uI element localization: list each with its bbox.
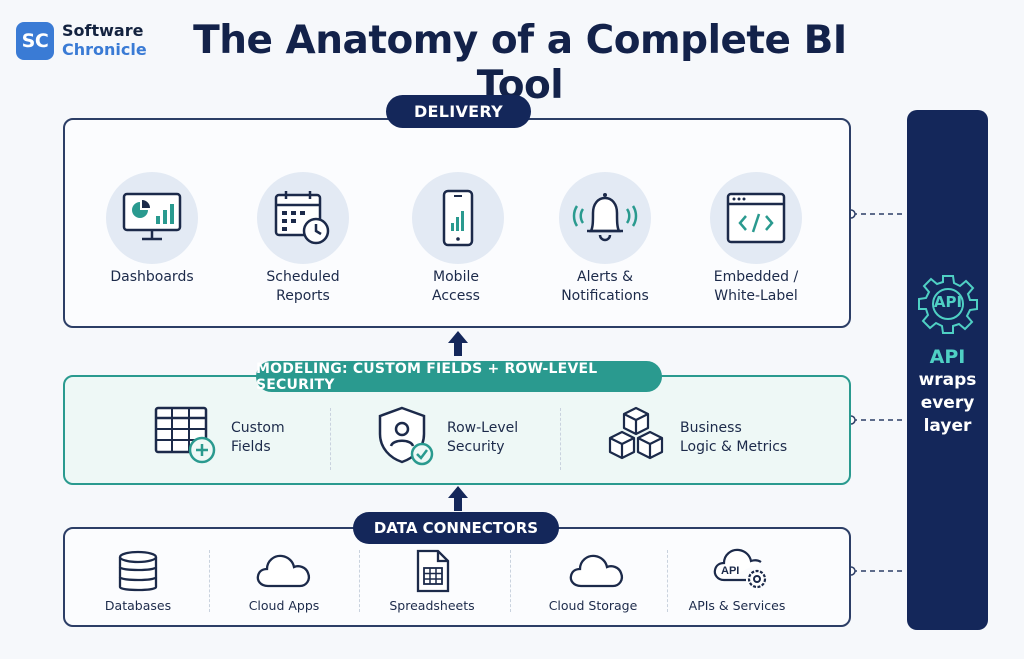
cloud-apps-label: Cloud Apps <box>248 598 320 613</box>
api-caption: API wraps every layer <box>918 346 977 436</box>
cloud-storage-label: Cloud Storage <box>548 598 638 613</box>
embedded-white-label-label: Embedded / White-Label <box>713 269 799 304</box>
business-logic-metrics-label: Business Logic & Metrics <box>680 420 788 455</box>
flow-up-arrow-bottom <box>448 486 468 511</box>
connectors-divider <box>667 550 668 612</box>
dashboard-monitor-icon <box>106 172 198 264</box>
table-plus-icon <box>152 404 218 470</box>
scheduled-reports-label: Scheduled Reports <box>266 269 340 304</box>
bell-icon <box>559 172 651 264</box>
cubes-icon <box>604 404 668 470</box>
connectors-divider <box>359 550 360 612</box>
cloud-icon <box>254 550 314 594</box>
svg-text:API: API <box>721 565 739 577</box>
dashboards-label: Dashboards <box>110 269 194 285</box>
code-window-icon <box>710 172 802 264</box>
modeling-divider <box>560 408 561 470</box>
databases-label: Databases <box>104 598 172 613</box>
row-level-security-label: Row-Level Security <box>447 420 519 455</box>
spreadsheets-label: Spreadsheets <box>389 598 475 613</box>
modeling-header: MODELING: CUSTOM FIELDS + ROW-LEVEL SECU… <box>256 361 662 393</box>
connectors-divider <box>510 550 511 612</box>
mobile-phone-icon <box>412 172 504 264</box>
modeling-divider <box>330 408 331 470</box>
delivery-header: DELIVERY <box>386 95 531 128</box>
brand-logo: SC <box>16 22 54 60</box>
calendar-clock-icon <box>257 172 349 264</box>
page-title: The Anatomy of a Complete BI Tool <box>193 18 847 108</box>
api-gear-icon <box>917 273 979 339</box>
alerts-notifications-label: Alerts & Notifications <box>561 269 649 304</box>
cloud-storage-icon <box>567 550 627 594</box>
custom-fields-label: Custom Fields <box>231 420 285 455</box>
api-cloud-gear-icon: API <box>712 546 772 596</box>
mobile-access-label: Mobile Access <box>432 269 480 304</box>
brand-name-line1: Software <box>62 21 144 40</box>
api-badge: API <box>933 293 963 311</box>
shield-user-icon <box>374 404 436 472</box>
api-links <box>852 213 905 572</box>
apis-services-label: APIs & Services <box>688 598 786 613</box>
spreadsheet-icon <box>413 548 453 598</box>
connectors-divider <box>209 550 210 612</box>
database-icon <box>116 549 160 599</box>
flow-up-arrow-top <box>448 331 468 356</box>
brand-name-line2: Chronicle <box>62 40 147 59</box>
api-layer-bar <box>907 110 988 630</box>
connectors-header: DATA CONNECTORS <box>353 512 559 544</box>
